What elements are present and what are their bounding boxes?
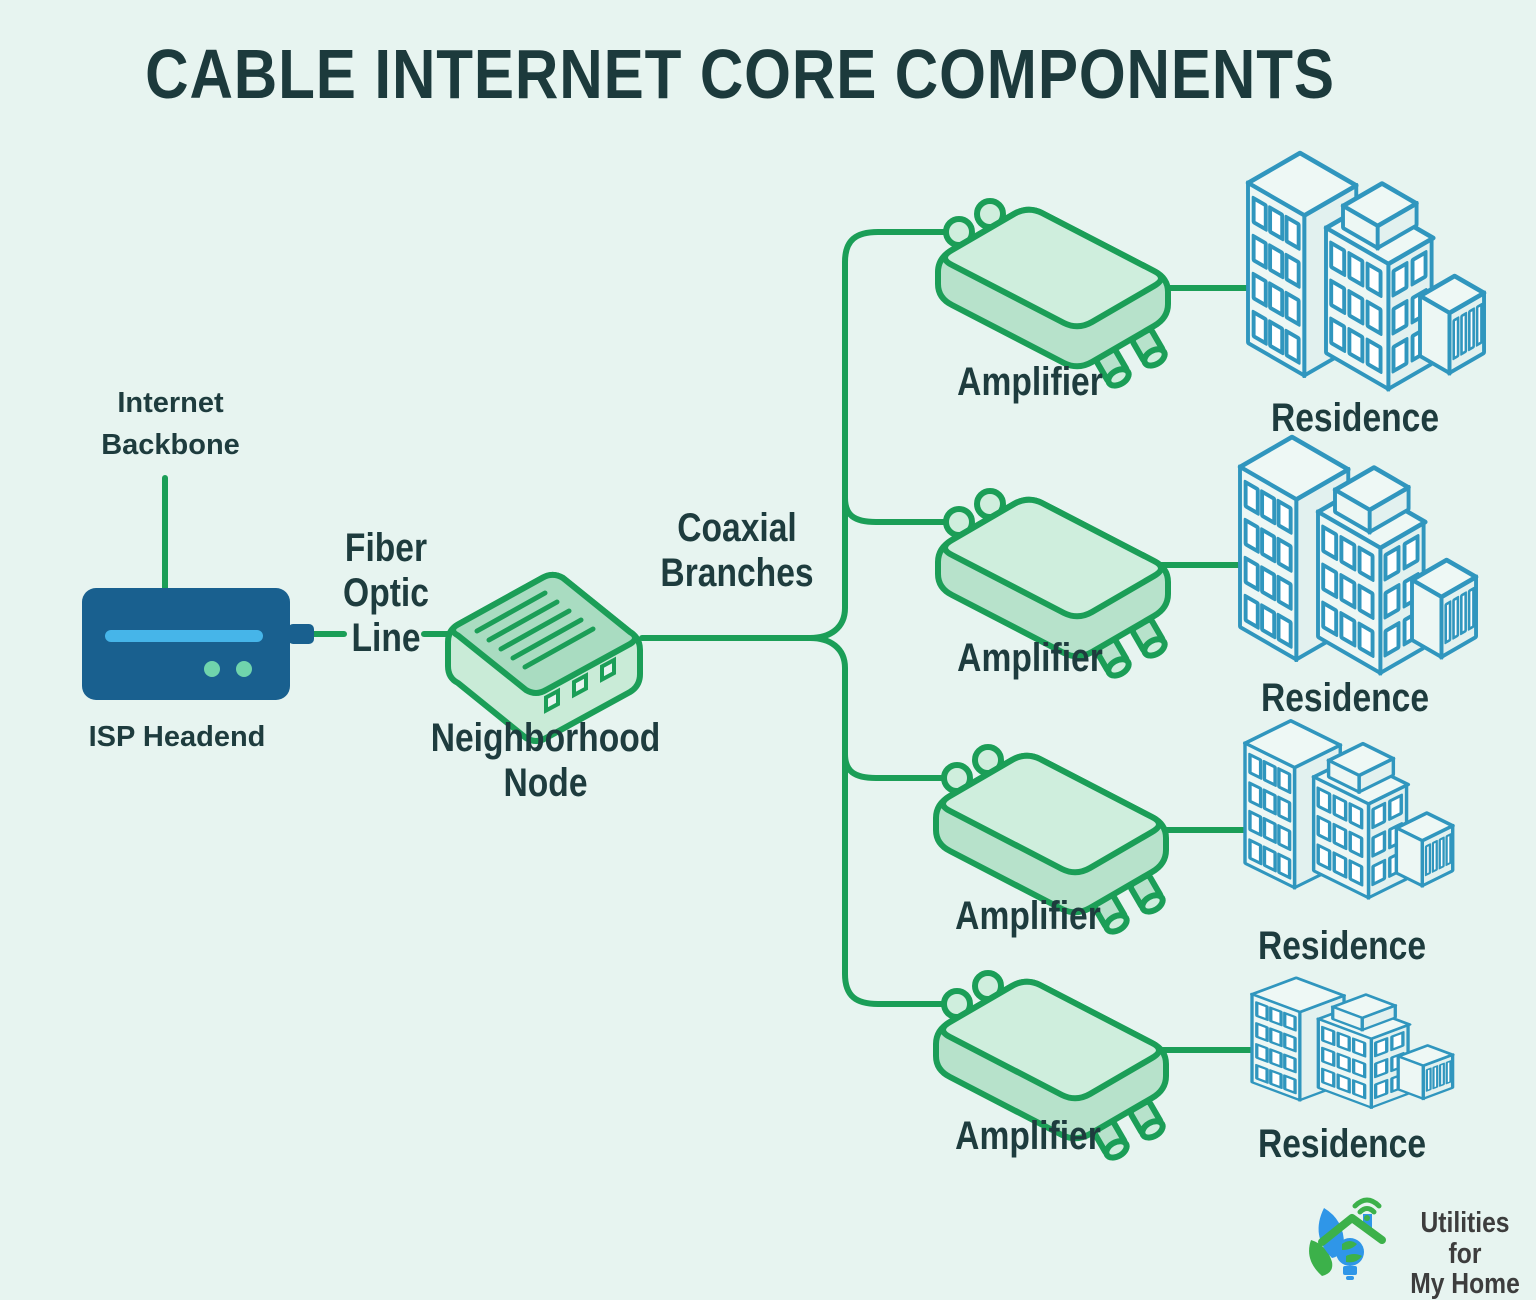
logo-bulb [1336,1238,1364,1280]
logo-wifi-icon [1352,1197,1382,1215]
logo-wifi-dot [1364,1215,1370,1221]
coaxial-branches-label: Coaxial Branches [660,506,814,595]
residence-label-3: Residence [1257,924,1427,968]
logo-roof [1318,1214,1386,1246]
neighborhood-node-icon [445,571,643,744]
residence-icon-4 [1250,975,1455,1110]
logo-chimney [1363,1214,1372,1230]
isp-headend-icon [82,588,314,700]
fiber-optic-line-label: Fiber Optic Line [343,526,429,660]
amplifier-label-4: Amplifier [955,1114,1101,1158]
residence-label-4: Residence [1257,1122,1427,1166]
coaxial-branch-2 [842,495,955,525]
node-vent-lines [474,590,596,670]
logo-wordmark-line1: Utilities for [1420,1207,1510,1270]
internet-backbone-label: Internet Backbone [101,387,240,462]
logo-icon [1309,1197,1386,1280]
coaxial-branch-down [807,635,953,1007]
node-ports [544,656,616,714]
amplifier-label-3: Amplifier [955,894,1101,938]
neighborhood-node-label: Neighborhood Node [430,716,661,805]
coaxial-branch-up [807,229,955,641]
residence-icon-2 [1240,437,1476,673]
logo-wordmark-line2: My Home [1410,1268,1520,1300]
residence-icon-1 [1248,153,1484,389]
page-title: CABLE INTERNET CORE COMPONENTS [145,35,1335,113]
residence-icon-3 [1243,718,1455,900]
amplifier-label-1: Amplifier [957,360,1103,404]
residence-label-1: Residence [1270,396,1440,440]
isp-headend-label: ISP Headend [88,721,266,753]
residence-label-2: Residence [1260,676,1430,720]
amplifier-label-2: Amplifier [957,636,1103,680]
logo-leaf-green [1309,1240,1333,1276]
coaxial-branch-3 [842,751,953,781]
logo-wordmark: Utilities for My Home [1401,1208,1529,1300]
